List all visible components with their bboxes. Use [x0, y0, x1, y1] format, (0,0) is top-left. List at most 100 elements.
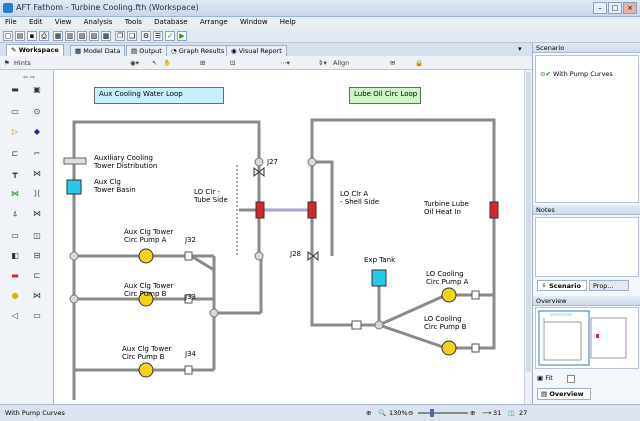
hints-icon[interactable]: ⚑ — [4, 59, 10, 67]
overview-viewport[interactable] — [538, 310, 590, 366]
branch-junction[interactable] — [254, 157, 264, 167]
options-icon[interactable]: ⚙ — [141, 31, 151, 41]
overview-map[interactable] — [535, 307, 639, 369]
spray-icon[interactable]: ⟩⟨ — [33, 189, 41, 198]
aux-pump-a[interactable] — [138, 248, 154, 264]
tab-graph-results[interactable]: ◔ Graph Results — [166, 45, 230, 56]
tee-icon[interactable]: ┳ — [12, 169, 18, 178]
valve-j27[interactable] — [253, 166, 265, 178]
minimize-button[interactable]: – — [593, 2, 607, 14]
zoom-in-icon[interactable]: ⊕ — [470, 409, 476, 417]
paste-icon[interactable]: ❏ — [127, 31, 137, 41]
overview-zoom-slider[interactable] — [567, 375, 575, 383]
fit-to-window-icon[interactable]: ⊕ — [366, 409, 372, 417]
zoom-slider-thumb[interactable] — [430, 409, 434, 417]
fit-checkbox[interactable]: ▣ Fit — [537, 374, 553, 382]
lock-icon[interactable]: 🔒 — [415, 59, 424, 67]
analysis-setup-icon[interactable]: ☰ — [153, 31, 163, 41]
area-change-icon[interactable]: ⌐ — [33, 149, 41, 158]
model-data-icon[interactable]: ▥ — [65, 31, 75, 41]
mail-icon[interactable]: ✉ — [390, 59, 396, 67]
pan-icon[interactable]: ✋ — [163, 59, 172, 67]
assigned-pressure-icon[interactable]: ▷ — [11, 127, 19, 136]
save-icon[interactable]: ▪ — [27, 31, 37, 41]
pipe[interactable] — [378, 322, 496, 350]
tab-properties-panel[interactable]: Prop... — [589, 280, 629, 291]
lube-loop-annotation[interactable]: Lube Oil Circ Loop — [349, 87, 421, 104]
pointer-icon[interactable]: ↖ — [152, 59, 158, 67]
pipe[interactable] — [310, 162, 329, 327]
line-style-icon[interactable]: ⋯▾ — [280, 59, 290, 67]
scenario-tree[interactable]: ⊖✔ With Pump Curves — [535, 55, 639, 203]
check-icon[interactable]: ✓ — [165, 31, 175, 41]
lo-pump-b[interactable] — [441, 340, 457, 356]
check-valve-icon[interactable]: ⋈ — [33, 169, 41, 178]
branch-junction[interactable] — [374, 320, 384, 330]
assigned-flow-icon[interactable]: ⊙ — [33, 107, 41, 116]
lo-clr-shell-side[interactable] — [307, 201, 317, 219]
lo-clr-tube-side[interactable] — [255, 201, 265, 219]
zoom-select-icon[interactable]: ◉▾ — [130, 59, 139, 67]
valve-icon[interactable]: ⋈ — [33, 209, 41, 218]
aux-tower-basin-tank[interactable] — [66, 179, 82, 195]
lo-pump-a[interactable] — [441, 287, 457, 303]
size-icon[interactable]: ⇕▾ — [318, 59, 327, 67]
aux-pump-c[interactable] — [138, 362, 154, 378]
menu-edit[interactable]: Edit — [28, 18, 43, 26]
pipe[interactable] — [310, 118, 496, 322]
orifice-icon[interactable]: ◫ — [33, 231, 41, 240]
scenario-tree-item[interactable]: ⊖✔ With Pump Curves — [540, 70, 613, 78]
tabs-menu-icon[interactable]: ▾ — [518, 45, 522, 53]
menu-arrange[interactable]: Arrange — [199, 18, 228, 26]
menu-view[interactable]: View — [54, 18, 72, 26]
menu-analysis[interactable]: Analysis — [83, 18, 113, 26]
zoom-out-icon[interactable]: ⊖ — [408, 409, 414, 417]
branch-icon[interactable]: ⊏ — [11, 149, 19, 158]
tab-visual-report[interactable]: ◉ Visual Report — [226, 45, 287, 56]
check-valve-j33[interactable] — [184, 294, 193, 304]
bend-icon[interactable]: ◁ — [11, 311, 19, 320]
workspace-canvas[interactable]: Aux Cooling Water Loop Lube Oil Circ Loo… — [54, 70, 524, 404]
lo-check-valve-b[interactable] — [471, 343, 480, 353]
jet-pump-icon[interactable]: ▭ — [33, 311, 41, 320]
volume-balance-icon[interactable]: ⊟ — [33, 251, 41, 260]
menu-database[interactable]: Database — [154, 18, 188, 26]
zoom-slider[interactable] — [418, 412, 468, 414]
menu-window[interactable]: Window — [239, 18, 268, 26]
branch-junction[interactable] — [307, 157, 317, 167]
relief-valve-icon[interactable]: ⋈ — [11, 189, 19, 198]
cv-icon[interactable]: ⊏ — [33, 271, 41, 280]
run-icon[interactable]: ▶ — [177, 31, 187, 41]
maximize-button[interactable]: □ — [608, 2, 622, 14]
spray-distribution-junction[interactable] — [63, 157, 87, 165]
tab-overview[interactable]: ▤ Overview — [537, 388, 591, 400]
print-icon[interactable]: ⎙ — [39, 31, 49, 41]
general-component-icon[interactable]: ▭ — [11, 231, 19, 240]
screen-icon[interactable]: ◧ — [11, 251, 19, 260]
turbine-lube-oil-heat-in[interactable] — [489, 201, 499, 219]
new-file-icon[interactable]: ▢ — [3, 31, 13, 41]
tab-model-data[interactable]: ▦ Model Data — [70, 45, 126, 56]
annotation-palette-icon[interactable]: ▣ — [33, 85, 41, 94]
aux-pump-b[interactable] — [138, 291, 154, 307]
tab-output[interactable]: ▤ Output — [126, 45, 167, 56]
menu-file[interactable]: File — [5, 18, 17, 26]
area-change[interactable] — [351, 320, 362, 330]
exp-tank[interactable] — [371, 269, 387, 287]
graph-icon[interactable]: ▨ — [89, 31, 99, 41]
valve-j28[interactable] — [307, 250, 319, 262]
pump-icon[interactable]: ● — [11, 291, 19, 300]
annotation-tool-icon[interactable]: ⊞ — [200, 59, 206, 67]
check-valve-j32[interactable] — [184, 251, 193, 261]
control-valve-icon[interactable]: ⍋ — [12, 209, 18, 218]
palette-arrows-icon[interactable]: ⇦ ⇨ — [23, 74, 35, 81]
hints-button[interactable]: Hints — [14, 59, 31, 67]
check-valve-j34[interactable] — [184, 365, 193, 375]
zoom-icon[interactable]: 🔍 — [378, 409, 387, 417]
branch-junction[interactable] — [69, 294, 79, 304]
reservoir-icon[interactable]: ▭ — [11, 107, 19, 116]
menu-help[interactable]: Help — [279, 18, 296, 26]
lo-check-valve-a[interactable] — [471, 290, 480, 300]
tab-workspace[interactable]: ✎ Workspace — [6, 44, 64, 56]
dead-end-icon[interactable]: ⋈ — [33, 291, 41, 300]
